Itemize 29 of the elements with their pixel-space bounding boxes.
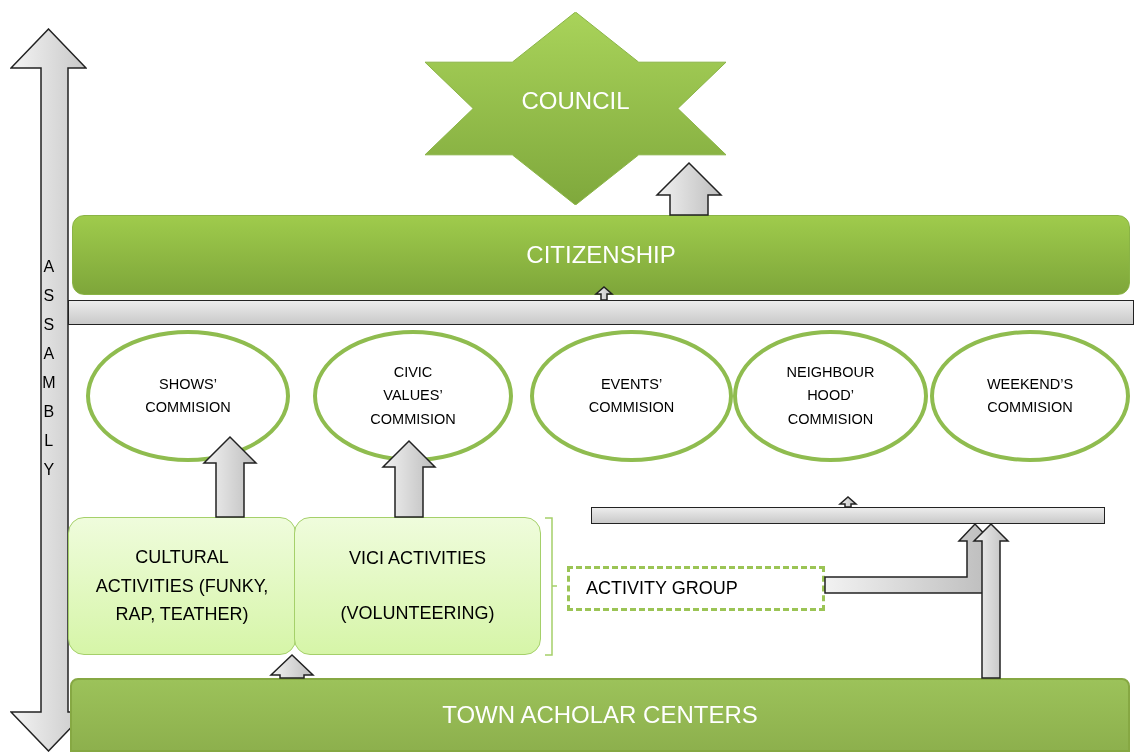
block-arrow — [269, 653, 315, 679]
node-label: EVENTS’ COMMISION — [587, 374, 676, 417]
block-arrow — [202, 435, 258, 518]
node-label: COUNCIL — [521, 86, 630, 116]
node-label: CIVIC VALUES’ COMMISION — [369, 363, 457, 429]
node-label: SHOWS’ COMMISION — [144, 374, 232, 417]
block-arrow — [838, 496, 858, 508]
banner — [72, 215, 1130, 295]
block-arrow — [655, 161, 723, 216]
double-arrow — [10, 28, 87, 752]
node-label: CULTURAL ACTIVITIES (FUNKY, RAP, TEATHER) — [94, 545, 270, 627]
rounded-box — [294, 517, 541, 655]
node-label: ASSAMBLY — [39, 258, 59, 490]
node-label: NEIGHBOUR HOOD’ COMMISION — [786, 363, 875, 429]
block-arrow — [381, 439, 437, 518]
star-shape — [425, 12, 726, 205]
dashed-box — [567, 566, 825, 611]
block-arrow — [972, 522, 1010, 679]
node-label: WEEKEND’S COMMISION — [986, 374, 1074, 417]
node-label: TOWN ACHOLAR CENTERS — [442, 699, 758, 730]
bar — [591, 507, 1105, 524]
node-label: (VOLUNTEERING) — [340, 602, 495, 626]
node-label: VICI ACTIVITIES — [349, 547, 486, 571]
node-label: CITIZENSHIP — [526, 239, 676, 270]
rounded-box — [68, 517, 296, 655]
banner — [70, 678, 1130, 752]
node-label: ACTIVITY GROUP — [586, 577, 738, 601]
bar — [68, 300, 1134, 325]
block-arrow — [594, 286, 614, 301]
